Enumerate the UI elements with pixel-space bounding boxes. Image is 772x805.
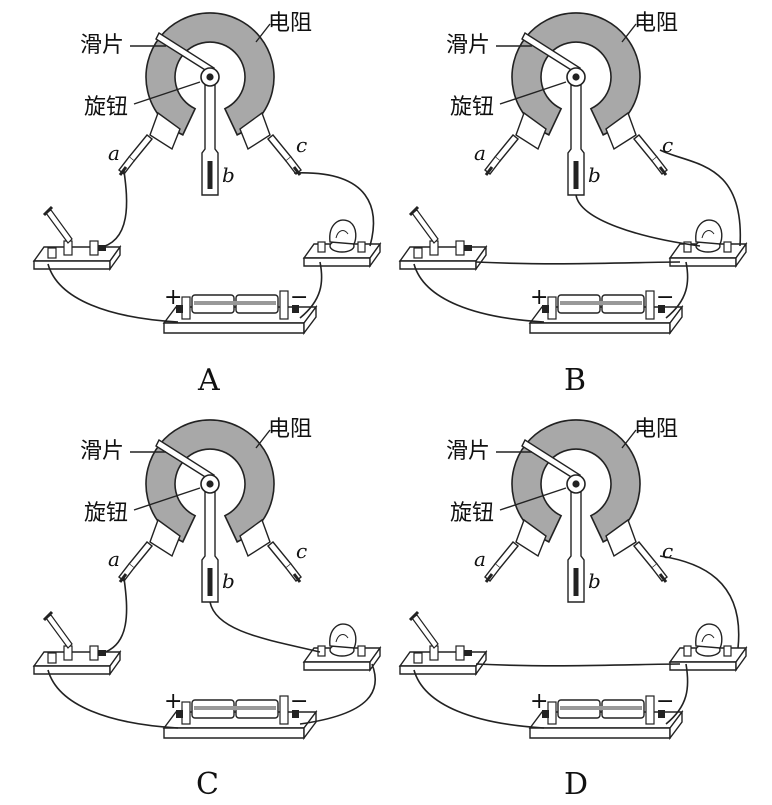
panel-B: 滑片 旋钮 电阻 a b c + − B (398, 11, 747, 398)
option-D: D (564, 767, 588, 802)
battery-positive-D: + (530, 689, 548, 714)
option-A: A (197, 363, 220, 398)
resistor-label-A: 电阻 (268, 11, 312, 36)
battery-negative-B: − (656, 285, 674, 310)
option-B: B (564, 363, 586, 398)
panel-C: 滑片 旋钮 电阻 a b c + − C (32, 417, 381, 802)
knob-label-C: 旋钮 (84, 501, 128, 526)
terminal-c-D: c (662, 539, 673, 563)
knob-label-A: 旋钮 (84, 95, 128, 120)
battery-positive-B: + (530, 285, 548, 310)
option-C: C (196, 767, 219, 802)
battery-positive-C: + (164, 689, 182, 714)
panel-A: 滑片 旋钮 电阻 a b c + − A (32, 11, 381, 398)
panel-D: 滑片 旋钮 电阻 a b c + − D (398, 417, 747, 802)
battery-negative-D: − (656, 689, 674, 714)
battery-negative-A: − (290, 285, 308, 310)
terminal-c-C: c (296, 539, 307, 563)
terminal-a-C: a (108, 547, 120, 571)
terminal-c-A: c (296, 133, 307, 157)
terminal-a-B: a (474, 141, 486, 165)
terminal-b-C: b (222, 569, 235, 593)
slider-label-B: 滑片 (446, 33, 490, 58)
terminal-c-B: c (662, 133, 673, 157)
battery-negative-C: − (290, 689, 308, 714)
slider-label-D: 滑片 (446, 439, 490, 464)
resistor-label-B: 电阻 (634, 11, 678, 36)
slider-label-C: 滑片 (80, 439, 124, 464)
terminal-a-A: a (108, 141, 120, 165)
terminal-b-B: b (588, 163, 601, 187)
battery-positive-A: + (164, 285, 182, 310)
knob-label-B: 旋钮 (450, 95, 494, 120)
resistor-label-D: 电阻 (634, 417, 678, 442)
resistor-label-C: 电阻 (268, 417, 312, 442)
knob-label-D: 旋钮 (450, 501, 494, 526)
slider-label-A: 滑片 (80, 33, 124, 58)
terminal-a-D: a (474, 547, 486, 571)
terminal-b-A: b (222, 163, 235, 187)
terminal-b-D: b (588, 569, 601, 593)
